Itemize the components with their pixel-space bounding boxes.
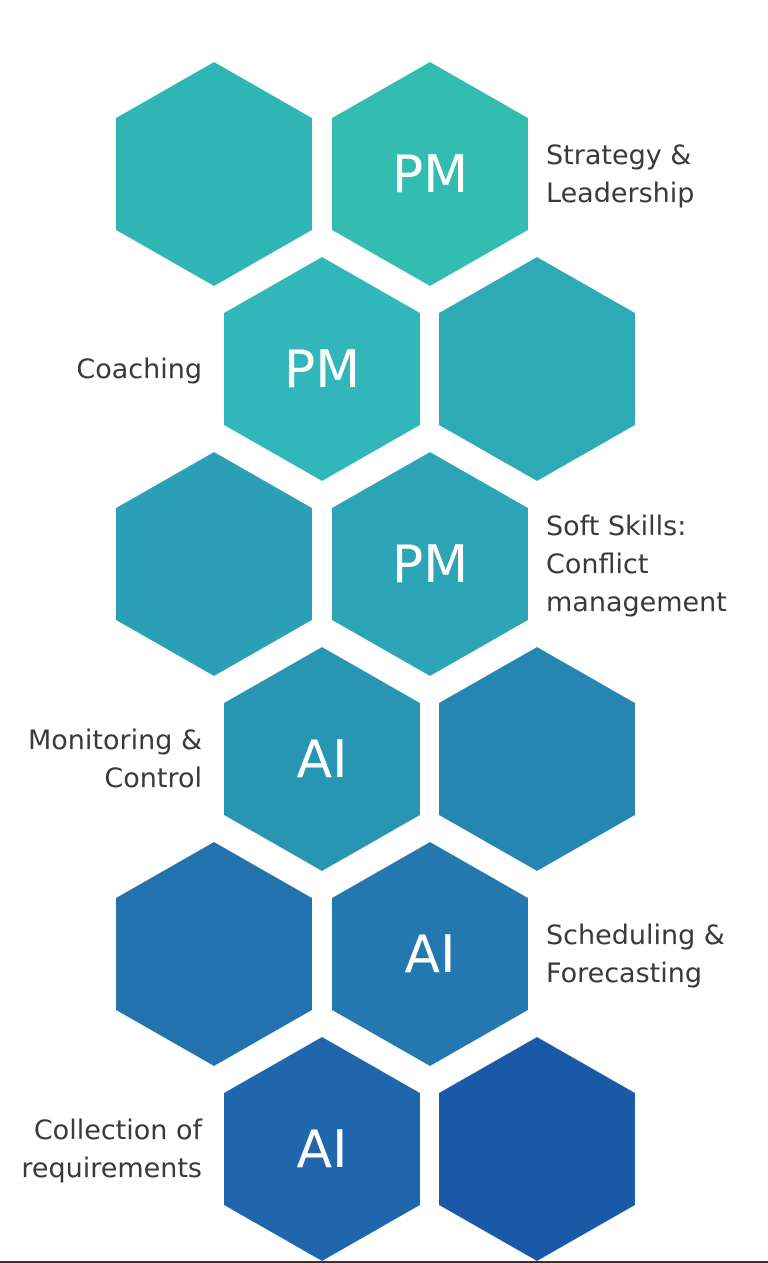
hexagon xyxy=(116,842,312,1066)
hexagon: PM xyxy=(332,62,528,286)
hexagon-shape xyxy=(439,647,635,871)
hexagon-shape xyxy=(224,647,420,871)
hexagon: AI xyxy=(224,647,420,871)
hexagon-shape xyxy=(116,452,312,676)
side-label: Strategy & Leadership xyxy=(546,140,694,209)
hexagon xyxy=(439,647,635,871)
hexagon: PM xyxy=(224,257,420,481)
hexagon-label: AI xyxy=(297,1120,348,1180)
hexagon-label: PM xyxy=(392,535,468,595)
hexagon-shape xyxy=(116,842,312,1066)
hexagon-shape xyxy=(224,257,420,481)
hexagon xyxy=(439,257,635,481)
hexagon-label: PM xyxy=(284,340,360,400)
hexagon: AI xyxy=(332,842,528,1066)
hexagon-layer: PM PM PM AI AI AI xyxy=(116,62,635,1261)
side-label-line: Scheduling & xyxy=(546,920,725,951)
side-label-line: Soft Skills: xyxy=(546,511,686,542)
side-label-line: requirements xyxy=(21,1153,202,1184)
side-label-line: Collection of xyxy=(34,1115,204,1146)
hexagon-label: AI xyxy=(297,730,348,790)
side-label-line: Monitoring & xyxy=(28,725,202,756)
hexagon-label: AI xyxy=(405,925,456,985)
hexagon: PM xyxy=(332,452,528,676)
side-label-line: Conflict xyxy=(546,549,648,580)
hexagon xyxy=(116,452,312,676)
hexagon: AI xyxy=(224,1037,420,1261)
side-label-line: Coaching xyxy=(76,354,202,385)
side-label-line: Control xyxy=(104,763,202,794)
side-label-line: Leadership xyxy=(546,178,694,209)
side-label-line: Strategy & xyxy=(546,140,691,171)
hexagon-shape xyxy=(332,452,528,676)
side-label: Monitoring & Control xyxy=(28,725,202,794)
hexagon xyxy=(116,62,312,286)
hexagon-shape xyxy=(439,1037,635,1261)
hexagon xyxy=(439,1037,635,1261)
hexagon-label: PM xyxy=(392,145,468,205)
side-label: Collection of requirements xyxy=(21,1115,203,1184)
side-label-line: management xyxy=(546,587,727,618)
side-label: Soft Skills: Conflict management xyxy=(546,511,727,618)
hexagon-shape xyxy=(332,62,528,286)
side-label: Scheduling & Forecasting xyxy=(546,920,725,989)
hexagon-shape xyxy=(116,62,312,286)
hexagon-shape xyxy=(332,842,528,1066)
hexagon-shape xyxy=(224,1037,420,1261)
side-label-line: Forecasting xyxy=(546,958,702,989)
hexagon-shape xyxy=(439,257,635,481)
side-label: Coaching xyxy=(76,354,202,385)
